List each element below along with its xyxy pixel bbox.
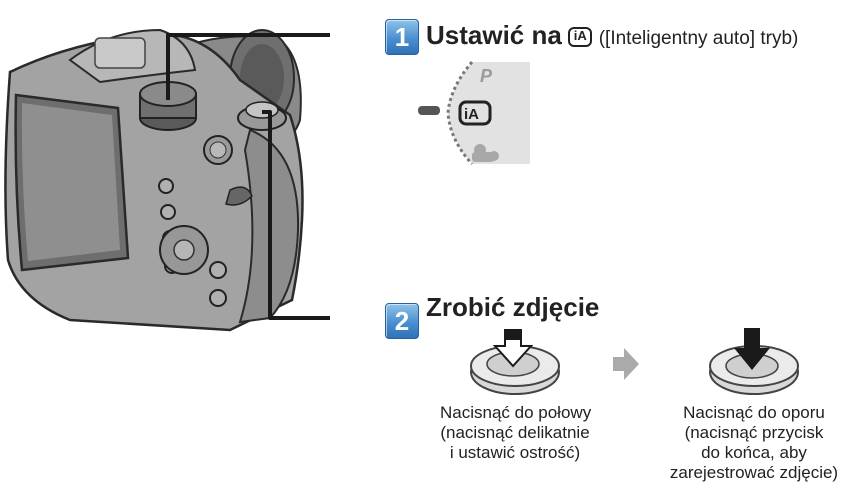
half-press-illustration (465, 328, 565, 400)
dial-label-p: P (480, 66, 493, 86)
step-2-title: Zrobić zdjęcie (426, 292, 599, 323)
camera-illustration (0, 0, 330, 340)
step-1-badge: 1 (385, 19, 419, 55)
ia-mode-icon: iA (568, 27, 592, 47)
half-press-caption: Nacisnąć do połowy (nacisnąć delikatnie … (440, 403, 590, 463)
arrow-right-icon (613, 348, 639, 380)
step-1-heading: Ustawić na iA ([Inteligentny auto] tryb) (426, 20, 798, 51)
dial-label-ia: iA (464, 106, 479, 123)
full-press-caption: Nacisnąć do oporu (nacisnąć przycisk do … (668, 403, 840, 483)
mode-dial-closeup: P iA (410, 58, 530, 168)
step-1-suffix: ([Inteligentny auto] tryb) (599, 28, 799, 49)
step-1-title: Ustawić na (426, 20, 562, 50)
dial-indicator-mark (418, 106, 440, 115)
full-press-illustration (704, 328, 804, 400)
step-2-badge: 2 (385, 303, 419, 339)
